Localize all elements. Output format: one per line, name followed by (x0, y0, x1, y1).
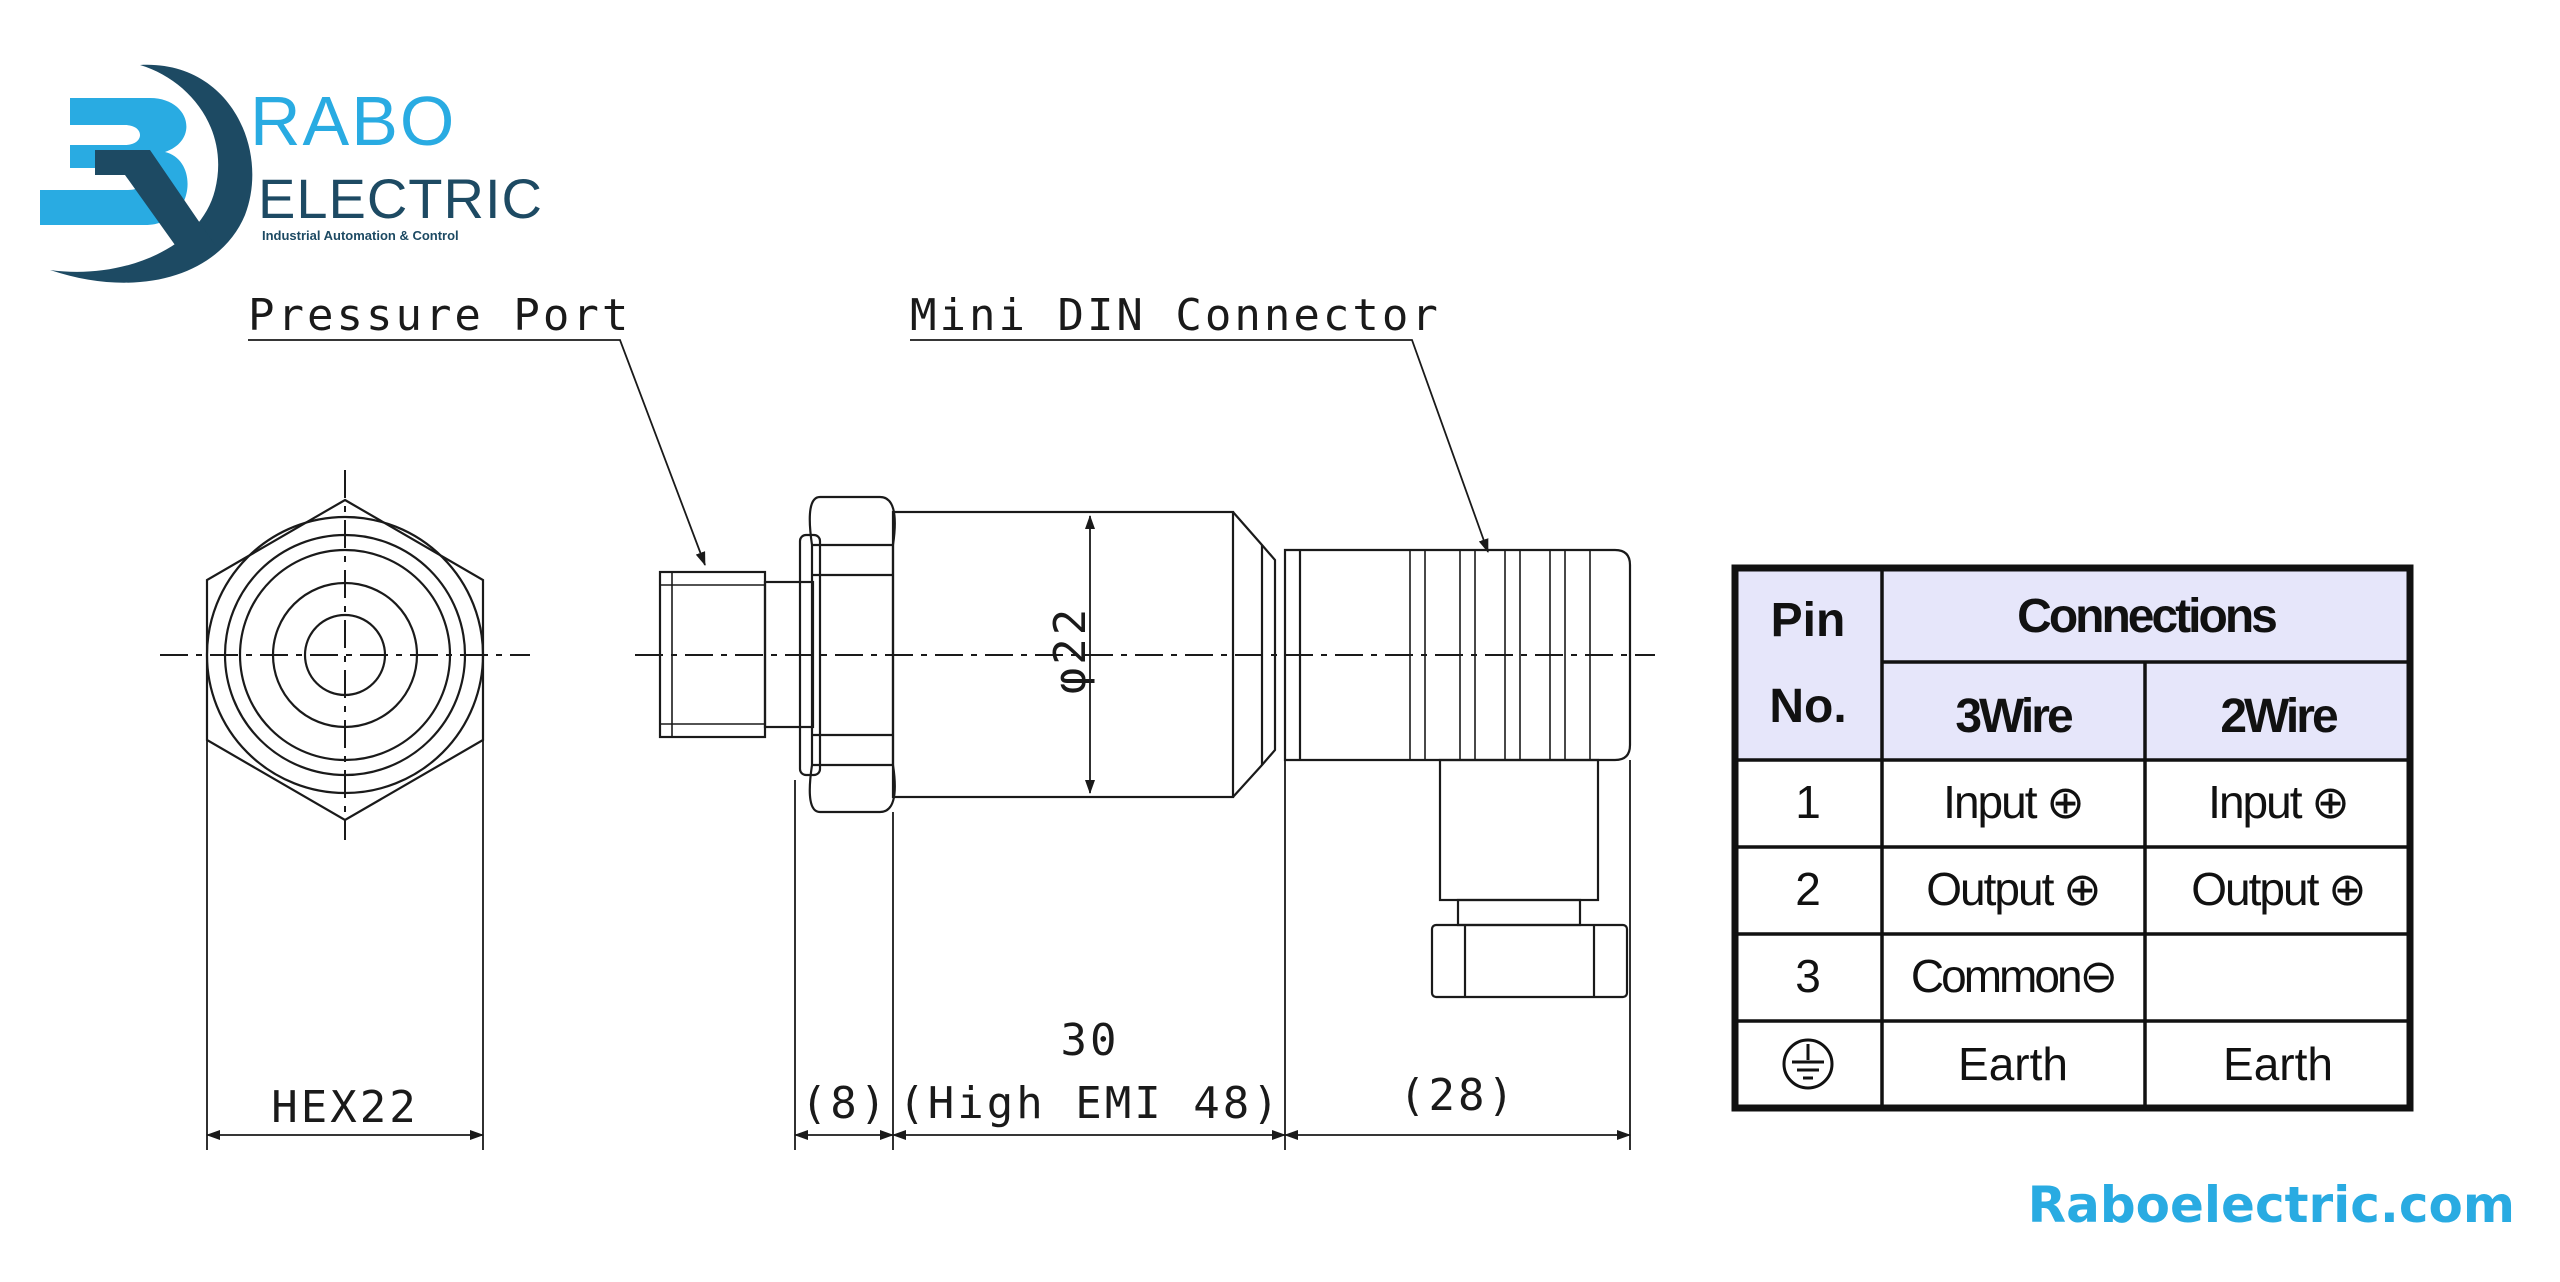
hex-dimension: HEX22 (271, 1082, 418, 1133)
pin-number: 1 (1795, 776, 1821, 828)
brand-name-rabo: RABO (250, 82, 456, 160)
pin-table (1731, 564, 2414, 1112)
pin-3wire-value: Earth (1958, 1038, 2068, 1090)
dimension-8: (8) (801, 1078, 889, 1129)
logo-letter-r (95, 150, 215, 245)
brand-logo: RABO ELECTRIC Industrial Automation & Co… (40, 64, 543, 283)
header-pin-bg (1735, 568, 1882, 760)
connector-label: Mini DIN Connector (910, 290, 1441, 341)
pin-2wire-value: Output ⊕ (2191, 863, 2364, 915)
header-pin-line1: Pin (1771, 594, 1846, 647)
connector-leader (910, 339, 1489, 553)
website-url[interactable]: Raboelectric.com (2028, 1176, 2515, 1234)
dimension-30: 30 (1061, 1015, 1120, 1066)
dimension-30-note: (High EMI 48) (898, 1078, 1281, 1129)
pin-3wire-value: Input ⊕ (1943, 776, 2083, 828)
pin-3wire-value: Output ⊕ (1926, 863, 2099, 915)
ground-icon (1782, 1038, 1834, 1090)
pin-number: 3 (1795, 950, 1821, 1002)
pin-2wire-value: Earth (2223, 1038, 2333, 1090)
pressure-port-leader (248, 339, 706, 566)
pin-2wire-value: Input ⊕ (2208, 776, 2348, 828)
dimension-28: (28) (1399, 1070, 1517, 1121)
header-3wire: 3Wire (1955, 690, 2073, 743)
pressure-port-label: Pressure Port (248, 290, 631, 341)
header-pin-line2: No. (1769, 680, 1846, 733)
brand-name-electric: ELECTRIC (258, 167, 543, 230)
end-view (160, 470, 530, 1150)
pin-3wire-value: Common⊖ (1911, 950, 2115, 1002)
side-view (635, 495, 1655, 1150)
header-2wire: 2Wire (2220, 690, 2338, 743)
diameter-dimension: φ22 (1045, 606, 1096, 694)
header-connections: Connections (2017, 590, 2276, 643)
pin-number: 2 (1795, 863, 1821, 915)
brand-tagline: Industrial Automation & Control (262, 228, 459, 243)
